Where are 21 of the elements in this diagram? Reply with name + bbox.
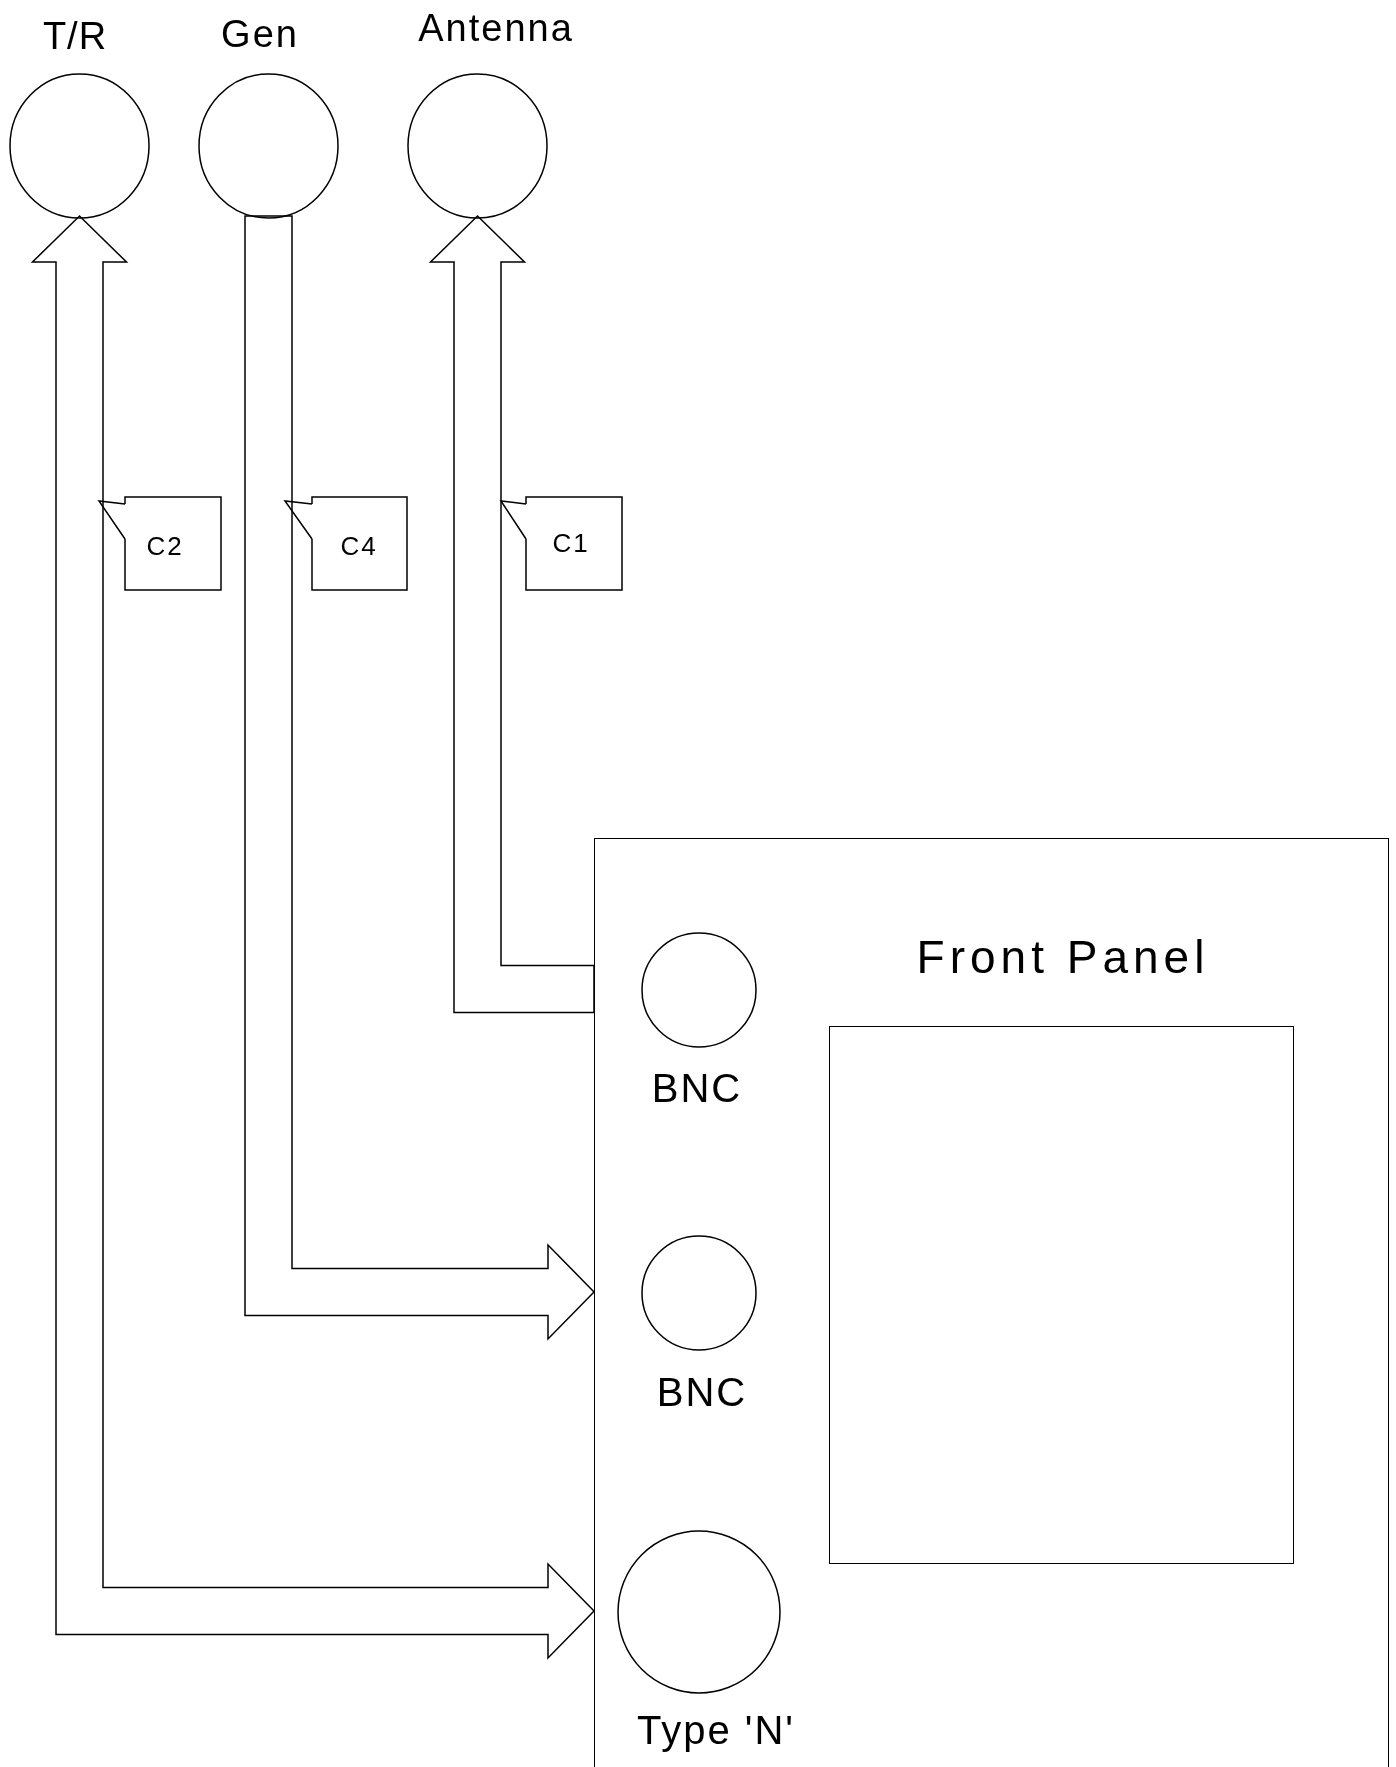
connector-label: BNC [656, 1372, 748, 1412]
cable-arrow [30, 214, 596, 1660]
leader-line [499, 500, 527, 540]
connector-label: Antenna [418, 9, 574, 47]
cable-arrow [244, 215, 596, 1341]
connector-label: T/R [42, 17, 108, 55]
callout-box [312, 497, 407, 590]
callout-number: C1 [552, 530, 590, 556]
callout-box [526, 497, 622, 590]
display-box [829, 1026, 1294, 1564]
connector-label: BNC [651, 1068, 743, 1108]
connector-label: Gen [221, 15, 299, 53]
connector-label: Type 'N' [637, 1710, 795, 1750]
callout-number: C2 [146, 533, 184, 559]
leader-line [97, 500, 126, 540]
callout-number: C4 [340, 533, 378, 559]
panel-title: Front Panel [916, 934, 1210, 980]
callout-box [125, 497, 221, 590]
cable-arrow [428, 214, 595, 1014]
front-panel [594, 838, 1389, 1767]
leader-line [283, 500, 313, 540]
